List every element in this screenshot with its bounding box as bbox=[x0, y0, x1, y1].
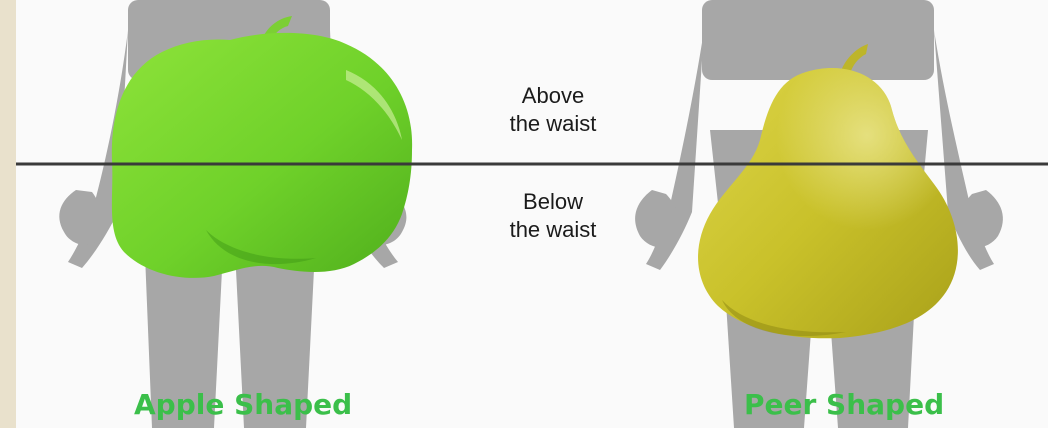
apple-shape-icon bbox=[112, 16, 412, 278]
diagram-panel: Above the waist Below the waist Apple Sh… bbox=[16, 0, 1048, 428]
below-waist-line-2: the waist bbox=[478, 216, 628, 244]
below-waist-line-1: Below bbox=[478, 188, 628, 216]
apple-shaped-caption: Apple Shaped bbox=[134, 388, 352, 422]
below-waist-label: Below the waist bbox=[478, 188, 628, 244]
above-waist-label: Above the waist bbox=[478, 82, 628, 138]
above-waist-line-1: Above bbox=[478, 82, 628, 110]
pear-shape-icon bbox=[698, 44, 958, 338]
above-waist-line-2: the waist bbox=[478, 110, 628, 138]
peer-shaped-caption: Peer Shaped bbox=[744, 388, 944, 422]
